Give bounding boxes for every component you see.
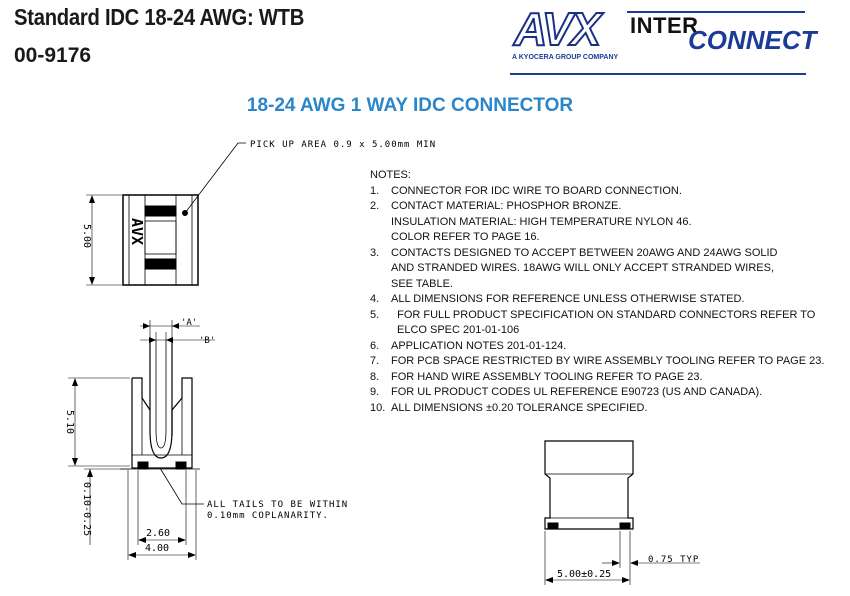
note-item: 7. FOR PCB SPACE RESTRICTED BY WIRE ASSEM… <box>370 354 824 370</box>
note-number: 2. <box>370 200 380 212</box>
wire-slot-inner <box>155 340 167 449</box>
note-item: 6. APPLICATION NOTES 201-01-124. <box>370 339 824 355</box>
note-number: 5. <box>370 308 380 321</box>
note-item: 1. CONNECTOR FOR IDC WIRE TO BOARD CONNEC… <box>370 184 824 200</box>
note-text: CONNECTOR FOR IDC WIRE TO BOARD CONNECTI… <box>391 184 682 197</box>
contact-slot-top <box>144 205 177 217</box>
wire-slot-outer <box>149 340 173 459</box>
note-item: 8. FOR HAND WIRE ASSEMBLY TOOLING REFER T… <box>370 370 824 386</box>
front-view: 'A' 'B' 5.10 0.10-0.25 ALL TAILS TO BE W… <box>64 318 348 560</box>
contact-slot-bottom <box>144 258 177 270</box>
logo-inter: INTER <box>630 13 699 38</box>
note-item: 5. FOR FULL PRODUCT SPECIFICATION ON STA… <box>370 308 824 324</box>
page-title: Standard IDC 18-24 AWG: WTB <box>14 4 305 30</box>
note-item: 10. ALL DIMENSIONS ±0.20 TOLERANCE SPECIF… <box>370 401 824 417</box>
coplanarity-leader <box>159 467 204 505</box>
note-text: SEE TABLE. <box>391 277 453 290</box>
section-heading-text: 18-24 AWG 1 WAY IDC CONNECTOR <box>246 95 574 116</box>
note-text: CONTACT MATERIAL: PHOSPHOR BRONZE. <box>391 200 622 212</box>
note-number: 3. <box>370 246 380 259</box>
side-tail-left <box>547 522 559 530</box>
dim-b-label: 'B' <box>199 336 215 346</box>
tail-left <box>137 461 149 470</box>
note-number: 6. <box>370 339 380 352</box>
note-number: 9. <box>370 386 380 398</box>
dim-a-label: 'A' <box>181 318 197 328</box>
tail-right <box>175 461 187 470</box>
note-item: 4. ALL DIMENSIONS FOR REFERENCE UNLESS OT… <box>370 292 824 308</box>
note-text: ALL DIMENSIONS FOR REFERENCE UNLESS OTHE… <box>391 293 745 305</box>
note-item: 2. CONTACT MATERIAL: PHOSPHOR BRONZE. <box>370 199 824 215</box>
pitch-width-dim: 2.60 <box>146 528 170 539</box>
side-view: 0.75 TYP 5.00±0.25 <box>544 440 700 585</box>
tails-note-line2: 0.10mm COPLANARITY. <box>207 511 329 521</box>
top-height-dim: 5.00 <box>81 224 92 248</box>
tail-dim: 0.10-0.25 <box>81 482 92 536</box>
note-text: INSULATION MATERIAL: HIGH TEMPERATURE NY… <box>391 215 692 228</box>
header-rule <box>510 73 806 75</box>
side-width-dim: 5.00±0.25 <box>557 569 611 580</box>
pickup-dot <box>182 210 188 216</box>
note-text: FOR HAND WIRE ASSEMBLY TOOLING REFER TO … <box>391 370 703 383</box>
note-text: APPLICATION NOTES 201-01-124. <box>391 339 567 352</box>
note-text: FOR UL PRODUCT CODES UL REFERENCE E90723… <box>391 386 763 398</box>
note-item: 3. CONTACTS DESIGNED TO ACCEPT BETWEEN 20… <box>370 246 824 262</box>
note-text: CONTACTS DESIGNED TO ACCEPT BETWEEN 20AW… <box>391 246 778 259</box>
side-view-body <box>544 440 634 530</box>
logo-connect: CONNECT <box>688 25 817 55</box>
pickup-label: PICK UP AREA 0.9 x 5.00mm MIN <box>250 140 436 150</box>
note-item: 9. FOR UL PRODUCT CODES UL REFERENCE E907… <box>370 385 824 401</box>
tails-note-line1: ALL TAILS TO BE WITHIN <box>207 500 348 510</box>
front-height-dim: 5.10 <box>64 410 75 434</box>
note-number: 10. <box>370 401 386 414</box>
note-number: 7. <box>370 355 380 367</box>
note-number: 8. <box>370 370 380 383</box>
logo-rule <box>627 11 805 13</box>
front-housing <box>131 377 193 469</box>
note-text: ELCO SPEC 201-01-106 <box>397 324 520 336</box>
avx-interconnect-logo: AVX INTER CONNECT A KYOCERA GROUP COMPAN… <box>512 3 817 74</box>
note-text: ALL DIMENSIONS ±0.20 TOLERANCE SPECIFIED… <box>391 401 648 414</box>
side-tail-right <box>619 522 631 530</box>
note-text: FOR PCB SPACE RESTRICTED BY WIRE ASSEMBL… <box>391 355 825 367</box>
logo-tagline: A KYOCERA GROUP COMPANY <box>512 54 619 61</box>
note-number: 4. <box>370 293 380 305</box>
note-number: 1. <box>370 184 380 197</box>
avx-mark: AVX <box>128 218 146 245</box>
top-view: PICK UP AREA 0.9 x 5.00mm MIN AVX 5.00 <box>81 140 436 286</box>
top-view-inner <box>128 194 193 286</box>
note-text: AND STRANDED WIRES. 18AWG WILL ONLY ACCE… <box>391 262 775 274</box>
logo-brand: AVX <box>513 3 602 55</box>
overall-width-dim: 4.00 <box>145 543 169 554</box>
side-typ-dim: 0.75 TYP <box>648 555 699 565</box>
note-text: FOR FULL PRODUCT SPECIFICATION ON STANDA… <box>391 308 816 321</box>
part-number: 00-9176 <box>14 44 92 67</box>
note-text: COLOR REFER TO PAGE 16. <box>391 231 540 243</box>
notes-title: NOTES: <box>370 169 411 181</box>
section-heading: 18-24 AWG 1 WAY IDC CONNECTOR <box>0 95 820 117</box>
pickup-leader <box>184 142 246 214</box>
notes-block: NOTES: 1. CONNECTOR FOR IDC WIRE TO BOARD… <box>370 168 824 416</box>
